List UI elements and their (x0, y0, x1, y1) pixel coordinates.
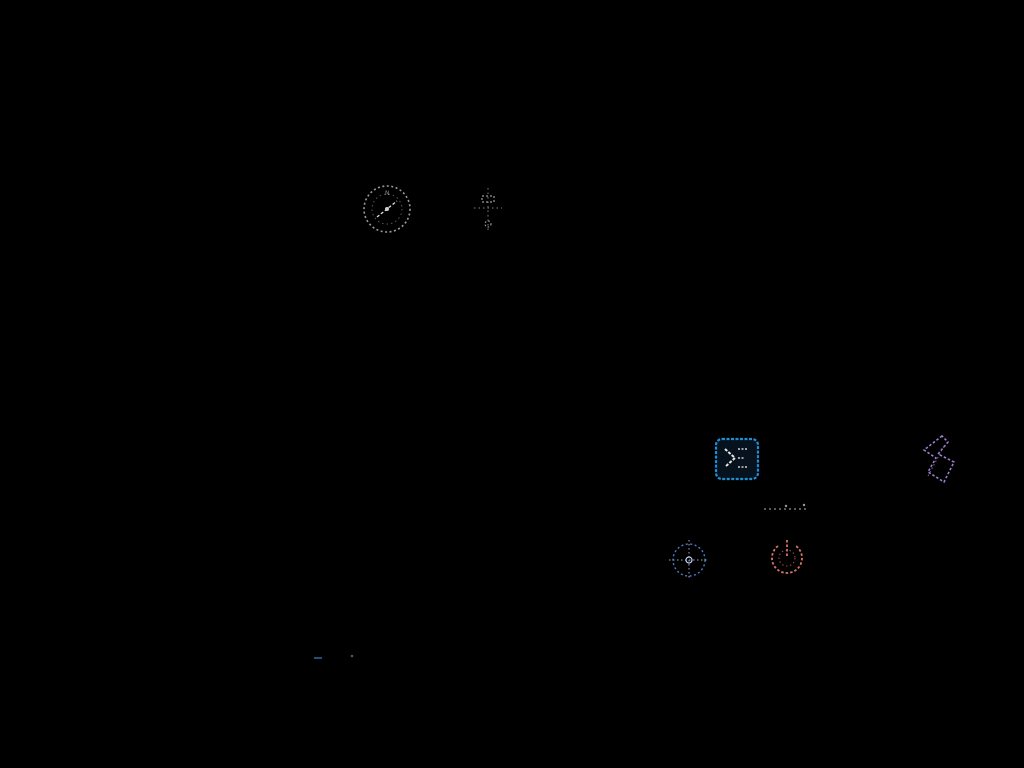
compass-icon[interactable]: N (360, 182, 414, 236)
terminal-icon[interactable] (714, 437, 760, 481)
crosshair-icon[interactable] (664, 536, 714, 586)
power-icon[interactable] (764, 534, 810, 580)
sliders-icon[interactable] (466, 184, 510, 234)
feather-icon[interactable] (914, 432, 960, 486)
dash-icon[interactable] (762, 500, 812, 516)
svg-text:N: N (385, 190, 390, 197)
cursor-icon (312, 652, 356, 666)
